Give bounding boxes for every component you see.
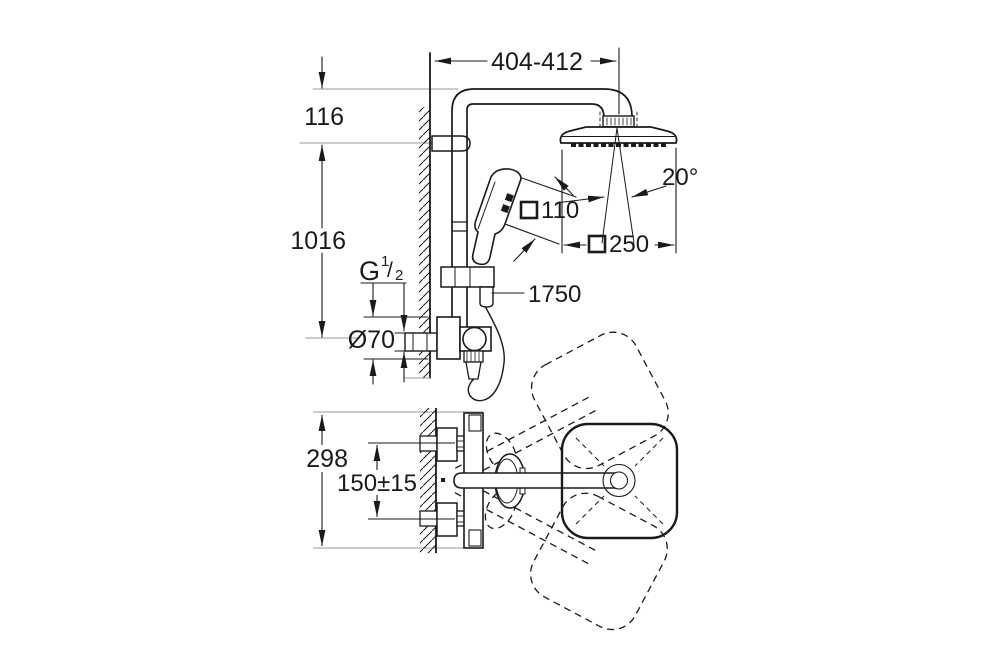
spray-button — [504, 193, 514, 203]
spray-cone-line — [601, 127, 618, 244]
dim-top-width: 404-412 — [491, 48, 583, 76]
hose-outlet — [465, 361, 482, 380]
dim-arm-drop: 116 — [304, 103, 344, 131]
shower-hose — [467, 307, 505, 402]
supply-nipple — [404, 332, 438, 352]
wall-section — [404, 52, 431, 379]
dim-projection-depth: 298 — [306, 445, 348, 473]
top-plan-view — [313, 331, 679, 631]
spray-nozzles — [571, 143, 666, 147]
spray-button — [500, 204, 510, 214]
wall-valve — [404, 316, 492, 380]
rail-holder — [440, 266, 495, 288]
square-symbol-icon — [519, 200, 539, 220]
dimension-lines-plan — [318, 415, 455, 546]
wall-section-plan — [420, 408, 437, 553]
hand-shower-body — [471, 168, 522, 266]
extension-lines — [299, 88, 459, 339]
spray-cone-line — [616, 127, 635, 244]
dim-escutcheon-diameter: Ø70 — [348, 326, 395, 354]
head-shower-plan — [560, 422, 679, 540]
riser-and-arm — [451, 88, 633, 330]
body-detail — [468, 529, 482, 547]
thread-size-sub: 2 — [395, 267, 403, 284]
wall-hatch — [420, 408, 436, 553]
valve-knob — [462, 326, 487, 352]
square-symbol-icon — [587, 234, 607, 254]
pivot-mark — [441, 478, 445, 482]
wall-hatch — [419, 107, 430, 378]
dim-inlet-spacing: 150±15 — [337, 470, 417, 497]
ball-joint-plan — [609, 471, 629, 490]
body-detail — [468, 414, 482, 432]
dim-hand-shower-width: 110 — [541, 197, 579, 224]
dimension-labels: 404-412 116 1016 G 1 / 2 Ø70 110 250 175… — [290, 48, 698, 497]
extension-lines-plan — [313, 411, 483, 549]
dimension-lines — [318, 47, 677, 385]
dim-head-shower-width: 250 — [609, 231, 649, 258]
thread-size-sup: 1 — [381, 253, 389, 270]
dim-spray-angle: 20° — [662, 164, 698, 191]
escutcheon — [436, 316, 461, 360]
thread-size-slash: / — [387, 259, 393, 282]
dim-riser-height: 1016 — [290, 227, 346, 255]
hand-shower-grip-end — [479, 286, 494, 308]
arm-inner-line — [466, 103, 605, 330]
dim-hose-length: 1750 — [528, 281, 581, 308]
hand-shower — [440, 168, 522, 308]
head-shower-front — [559, 126, 678, 244]
front-elevation-view — [299, 47, 678, 402]
wall-bracket — [431, 135, 471, 152]
inlet-escutcheon — [436, 427, 458, 462]
swivel-arm-plan — [453, 472, 622, 489]
arm-outer-line — [451, 88, 633, 330]
thread-size-g: G — [359, 256, 380, 286]
